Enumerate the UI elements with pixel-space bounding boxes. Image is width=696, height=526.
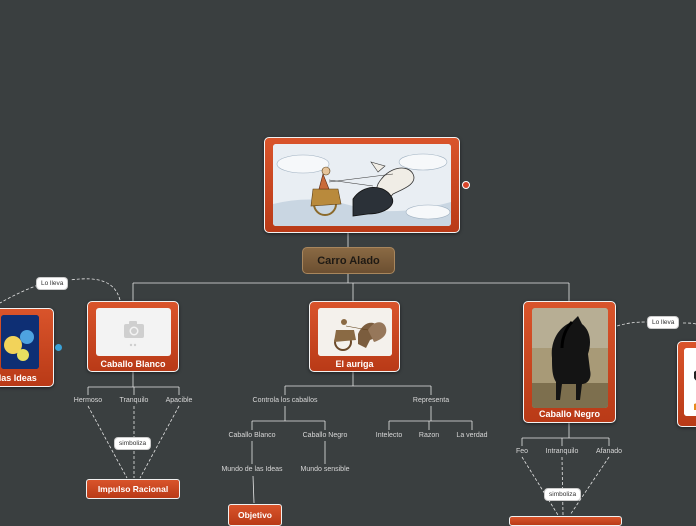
relation-tag-simboliza[interactable]: simboliza xyxy=(115,438,151,449)
leaf-la-verdad[interactable]: La verdad xyxy=(456,432,488,439)
node-label: Caballo Negro xyxy=(538,409,600,419)
leaf-tranquilo[interactable]: Tranquilo xyxy=(119,397,149,404)
node-image xyxy=(1,315,39,369)
node-label: e las Ideas xyxy=(0,373,37,383)
node-label: El auriga xyxy=(335,359,374,369)
node-auriga[interactable]: El auriga xyxy=(309,301,400,372)
node-label: Caballo Blanco xyxy=(100,359,166,369)
leaf-mundo-ideas[interactable]: Mundo de las Ideas xyxy=(221,466,283,473)
camera-icon xyxy=(124,321,144,347)
leaf-mundo-sensible[interactable]: Mundo sensible xyxy=(300,466,350,473)
leaf-representa[interactable]: Representa xyxy=(412,397,450,404)
leaf-controla[interactable]: Controla los caballos xyxy=(252,397,318,404)
link-icon[interactable] xyxy=(462,181,470,189)
node-right-partial[interactable] xyxy=(677,341,696,427)
relation-tag-lo-lleva[interactable]: Lo lleva xyxy=(648,317,679,328)
relation-tag-simboliza[interactable]: simboliza xyxy=(545,489,581,500)
leaf-feo[interactable]: Feo xyxy=(515,448,529,455)
leaf-hermoso[interactable]: Hermoso xyxy=(73,397,103,404)
info-icon[interactable] xyxy=(55,344,62,351)
leaf-caballo-blanco[interactable]: Caballo Blanco xyxy=(228,432,276,439)
node-impulso-racional[interactable]: Impulso Racional xyxy=(86,479,180,499)
node-bottom-right[interactable] xyxy=(509,516,622,526)
central-topic[interactable]: Carro Alado xyxy=(302,247,395,274)
leaf-intelecto[interactable]: Intelecto xyxy=(375,432,403,439)
chariot-illustration xyxy=(273,144,451,226)
image-placeholder xyxy=(96,308,171,356)
node-mundo-ideas[interactable]: e las Ideas xyxy=(0,308,54,387)
node-caballo-blanco[interactable]: Caballo Blanco xyxy=(87,301,179,372)
leaf-razon[interactable]: Razon xyxy=(418,432,440,439)
node-caballo-negro[interactable]: Caballo Negro xyxy=(523,301,616,423)
chariot-image-node[interactable] xyxy=(264,137,460,233)
leaf-afanado[interactable]: Afanado xyxy=(595,448,623,455)
auriga-image xyxy=(318,308,392,356)
node-objetivo[interactable]: Objetivo xyxy=(228,504,282,526)
leaf-intranquilo[interactable]: Intranquilo xyxy=(545,448,579,455)
black-horse-image xyxy=(532,308,608,408)
relation-tag-lo-lleva[interactable]: Lo lleva xyxy=(37,278,68,289)
leaf-apacible[interactable]: Apacible xyxy=(165,397,193,404)
node-image xyxy=(684,348,696,416)
leaf-caballo-negro[interactable]: Caballo Negro xyxy=(302,432,348,439)
